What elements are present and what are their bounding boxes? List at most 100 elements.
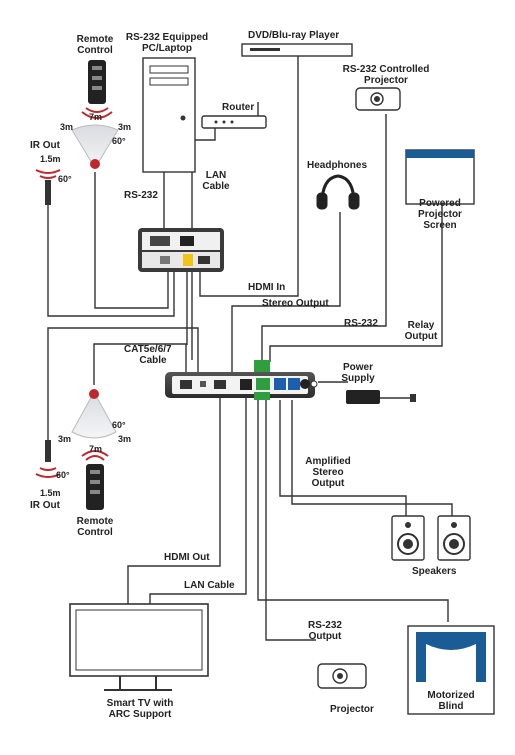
blind-line1: Motorized [427,690,475,701]
rs232-output-line1: RS-232 [308,620,342,631]
stereo-output-label: Stereo Output [262,298,329,309]
lan-cable-top-line1: LAN [205,170,227,181]
pc-tower-icon [142,57,196,173]
screen-line2: Projector [418,209,462,220]
tv-label: Smart TV with ARC Support [88,698,192,720]
cable-blind [257,400,449,622]
router-icon [201,102,267,129]
cable-dvd-hdmi [199,52,299,297]
screen-line1: Powered [419,198,461,209]
cable-lan-out [149,396,247,604]
ir-bottom-left-range: 3m [58,434,72,444]
ir-bottom-right-range: 3m [118,434,132,444]
speaker-left-icon [391,515,425,561]
cable-router-lan [191,128,216,232]
ir-out-top-label: IR Out [30,140,60,151]
ir-out-bottom-angle: 60° [56,470,70,480]
cable-speaker-1 [279,400,407,516]
pc-label-line2: PC/Laptop [142,43,192,54]
projector-top-icon [355,87,401,111]
remote-bottom-line1: Remote [76,516,114,527]
ir-top-center-range: 7m [89,112,103,122]
cable-irout-top [47,205,175,317]
receiver-unit [165,360,315,400]
dvd-player-icon [241,43,353,57]
dvd-label: DVD/Blu-ray Player [248,30,340,41]
amplified-stereo-label: Amplified Stereo Output [300,456,356,489]
relay-output-line2: Output [404,331,438,342]
tv-line1: Smart TV with [106,698,174,709]
projector-top-label: RS-232 Controlled Projector [338,64,434,86]
amplified-stereo-line2: Stereo [312,467,344,478]
remote-control-bottom-icon [81,450,109,510]
ir-bottom-angle: 60° [112,420,126,430]
projector-bottom-icon [317,663,367,689]
rs232-pc-label: RS-232 [124,190,158,201]
projector-top-line1: RS-232 Controlled [342,64,430,75]
hdmi-in-label: HDMI In [248,282,286,293]
ir-top-right-range: 3m [118,122,132,132]
cable-ir-top [94,172,169,309]
speaker-right-icon [437,515,471,561]
cable-headphones [231,212,341,372]
tv-line2: ARC Support [108,709,172,720]
cable-screen-relay [269,202,443,362]
router-label: Router [222,102,255,113]
blind-label: Motorized Blind [408,690,494,712]
cable-ir-bottom [93,343,187,385]
ir-out-top-range: 1.5m [40,154,61,164]
projector-bottom-label: Projector [330,704,374,715]
remote-bottom-label: Remote Control [70,516,120,538]
relay-output-label: Relay Output [396,320,446,342]
cat-cable-line2: Cable [139,355,167,366]
cat-cable-line1: CAT5e/6/7 [124,344,172,355]
ir-fan-bottom [71,389,117,439]
rs232-mid-label: RS-232 [344,318,378,329]
ir-out-top-angle: 60° [58,174,72,184]
cable-irout-bottom [47,327,199,440]
lan-cable-bottom-label: LAN Cable [184,580,235,591]
transmitter-unit [138,228,224,272]
ir-out-bottom-icon [35,440,61,478]
smart-tv-icon [69,603,209,691]
power-supply-label: Power Supply [333,362,383,384]
ir-out-bottom-range: 1.5m [40,488,61,498]
screen-line3: Screen [423,220,457,231]
ir-out-top-icon [35,169,61,205]
projector-top-line2: Projector [364,75,408,86]
power-supply-line1: Power [342,362,373,373]
ir-fan-top [71,124,119,169]
power-supply-icon [310,380,416,404]
projector-screen-icon [405,149,475,205]
relay-output-line1: Relay [407,320,435,331]
cable-speaker-2 [291,400,453,516]
remote-control-top-icon [81,60,113,119]
headphones-label: Headphones [307,160,368,171]
motorized-blind-icon [407,625,495,715]
power-supply-line2: Supply [341,373,375,384]
lan-cable-top-line2: Cable [202,181,230,192]
remote-top-line2: Control [77,45,113,56]
pc-label-line1: RS-232 Equipped [125,32,209,43]
ir-bottom-center-range: 7m [89,444,103,454]
cables [47,52,453,641]
remote-top-label: Remote Control [70,34,120,56]
cable-rs232-out [265,400,316,641]
remote-top-line1: Remote [76,34,114,45]
hdmi-out-label: HDMI Out [164,552,210,563]
headphones-icon [316,174,360,210]
cat-cable-label: CAT5e/6/7 Cable [124,344,182,366]
amplified-stereo-line1: Amplified [305,456,351,467]
ir-top-left-range: 3m [60,122,74,132]
remote-bottom-line2: Control [77,527,113,538]
ir-out-bottom-label: IR Out [30,500,60,511]
lan-cable-top-label: LAN Cable [196,170,236,192]
cable-hdmi-out [127,396,221,604]
screen-label: Powered Projector Screen [406,198,474,231]
amplified-stereo-line3: Output [311,478,345,489]
pc-label: RS-232 Equipped PC/Laptop [122,32,212,54]
rs232-output-label: RS-232 Output [300,620,350,642]
cable-projector-rs232 [261,114,387,362]
